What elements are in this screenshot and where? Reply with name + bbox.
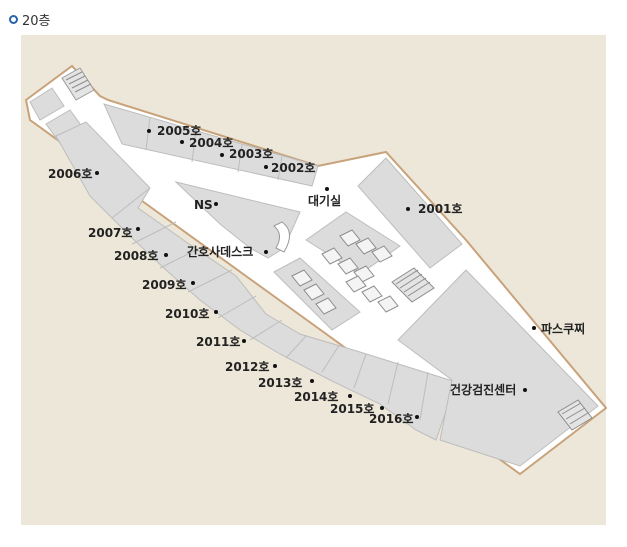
room-2005-label[interactable]: 2005호 [157,124,201,138]
ns-label[interactable]: NS [194,198,213,212]
room-2016-label[interactable]: 2016호 [369,412,413,426]
room-2014-label[interactable]: 2014호 [294,390,338,404]
pascoochi-label[interactable]: 파스쿠찌 [541,321,585,336]
room-2011-label[interactable]: 2011호 [196,335,240,349]
room-2001-label[interactable]: 2001호 [418,202,462,216]
stairs-top-left-icon [61,67,95,101]
floor-title: 20층 [9,10,51,29]
room-2015-label[interactable]: 2015호 [330,402,374,416]
floor-title-text: 20층 [22,14,51,29]
room-2001-block [357,157,463,269]
room-2012-label[interactable]: 2012호 [225,360,269,374]
room-2007-label[interactable]: 2007호 [88,226,132,240]
room-2009-label[interactable]: 2009호 [142,278,186,292]
room-2003-label[interactable]: 2003호 [229,147,273,161]
location-markers [95,129,536,419]
top-room-row [103,103,319,187]
stairs-bottom-right-icon [557,399,593,431]
room-2002-label[interactable]: 2002호 [271,161,315,175]
left-wing-rooms [55,121,457,441]
nurse-station-area [174,181,301,259]
room-2010-label[interactable]: 2010호 [165,307,209,321]
room-2004-label[interactable]: 2004호 [189,136,233,150]
nurse-desk-label[interactable]: 간호사데스크 [187,244,253,259]
stairs-center-icon [391,267,435,303]
room-2006-label[interactable]: 2006호 [48,167,92,181]
checkup-center-label[interactable]: 건강검진센터 [450,382,516,397]
checkup-center-block [397,269,599,467]
nurse-desk-counter [273,221,290,253]
room-2013-label[interactable]: 2013호 [258,376,302,390]
bullet-icon [9,15,18,24]
waiting-room-label[interactable]: 대기실 [308,193,341,208]
room-2008-label[interactable]: 2008호 [114,249,158,263]
elevator-icons [291,229,399,315]
room-top-left-corner [29,87,65,121]
